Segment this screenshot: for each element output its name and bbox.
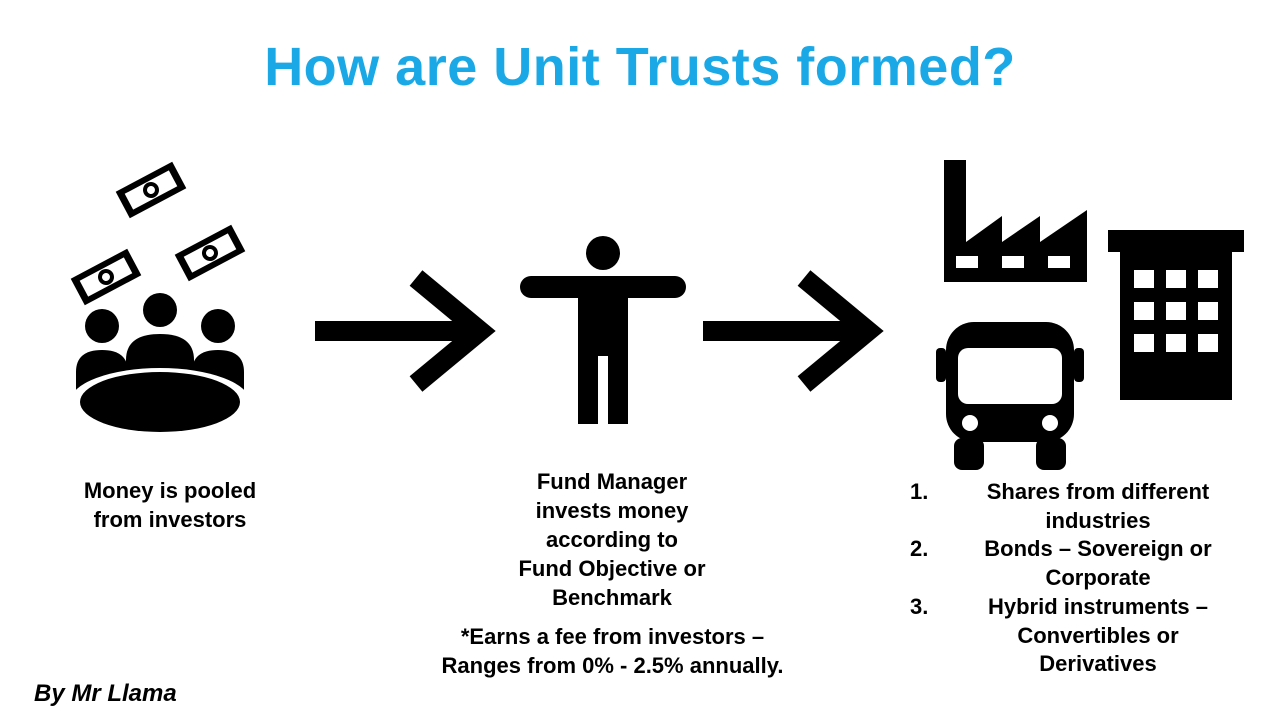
- byline: By Mr Llama: [34, 680, 177, 707]
- money-bill-icon: [115, 161, 187, 219]
- money-bill-icon: [70, 248, 142, 306]
- fee-note: *Earns a fee from investors – Ranges fro…: [441, 624, 784, 678]
- group-icon: [72, 293, 248, 436]
- person-icon: [520, 236, 686, 424]
- list-item: 1. Shares from different industries: [910, 479, 1210, 533]
- list-item: 2. Bonds – Sovereign or Corporate: [910, 536, 1212, 591]
- arrow-right-icon: [315, 270, 496, 392]
- step-caption-pooling: Money is pooled from investors: [83, 478, 257, 532]
- list-item: 3. Hybrid instruments – Convertibles or …: [910, 593, 1209, 677]
- page-title: How are Unit Trusts formed?: [264, 37, 1016, 97]
- step-caption-fund-manager: Fund Manager invests money according to …: [518, 469, 706, 610]
- arrow-right-icon: [703, 270, 884, 392]
- bus-icon: [936, 322, 1084, 470]
- factory-icon: [944, 160, 1087, 282]
- investment-list: 1. Shares from different industries 2. B…: [910, 478, 1250, 679]
- office-building-icon: [1108, 230, 1244, 400]
- money-bill-icon: [174, 224, 246, 282]
